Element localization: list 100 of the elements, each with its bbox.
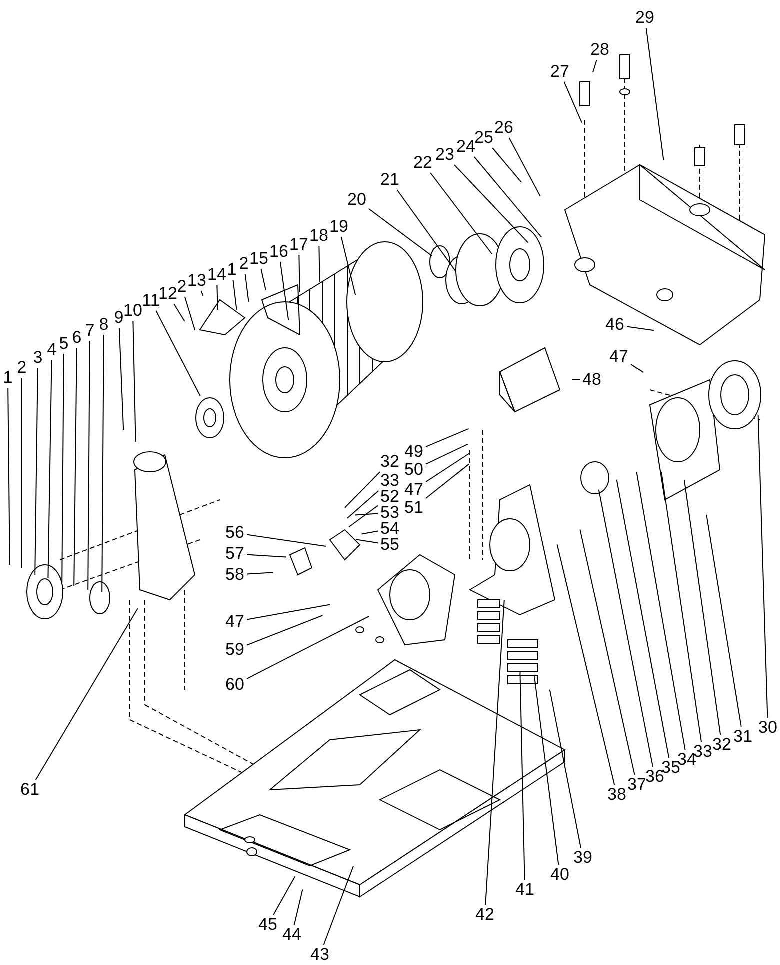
leader-line <box>630 364 644 374</box>
leader-line <box>260 268 266 291</box>
callout-number: 18 <box>308 227 330 245</box>
callout-number: 17 <box>288 236 310 254</box>
leader-line <box>426 453 470 483</box>
leader-line <box>355 539 378 544</box>
callout-number: 30 <box>757 719 779 737</box>
leader-line <box>48 360 52 578</box>
callout-number: 2 <box>16 359 28 377</box>
leader-line <box>396 190 457 272</box>
callout-number: 40 <box>549 866 571 884</box>
leader-line <box>216 284 218 310</box>
leader-line <box>758 414 768 718</box>
callout-number: 22 <box>412 154 434 172</box>
callout-number: 16 <box>268 243 290 261</box>
callout-number: 3 <box>32 349 44 367</box>
callout-number: 15 <box>248 250 270 268</box>
leader-line <box>156 310 201 397</box>
callout-number: 14 <box>206 266 228 284</box>
leader-line <box>348 505 378 528</box>
callout-number: 10 <box>122 302 144 320</box>
leader-line <box>318 246 320 282</box>
leader-line <box>426 464 470 499</box>
callout-number: 4 <box>46 341 58 359</box>
callout-number: 33 <box>379 472 401 490</box>
leader-line <box>361 530 378 535</box>
leader-line <box>508 138 541 197</box>
callout-number: 12 <box>157 285 179 303</box>
leader-line <box>706 514 742 728</box>
leader-line <box>35 608 138 780</box>
leader-line <box>520 672 526 880</box>
leader-line <box>598 489 654 768</box>
callout-number: 57 <box>224 545 246 563</box>
leader-line <box>636 471 686 750</box>
callout-number: 28 <box>589 41 611 59</box>
leader-line <box>347 490 380 519</box>
callout-number: 41 <box>514 881 536 899</box>
callout-number: 5 <box>58 335 70 353</box>
callout-number: 61 <box>19 781 41 799</box>
callout-number: 31 <box>732 728 754 746</box>
callout-number: 50 <box>403 461 425 479</box>
leader-line <box>74 348 78 586</box>
callout-number: 49 <box>403 443 425 461</box>
callout-number: 8 <box>98 316 110 334</box>
leader-line <box>430 172 492 254</box>
leader-line <box>246 554 286 558</box>
leader-line <box>232 280 238 311</box>
leader-line <box>564 82 582 124</box>
leader-line <box>323 866 354 946</box>
callout-number: 48 <box>581 371 603 389</box>
callout-number: 2 <box>176 278 188 296</box>
leader-line <box>118 328 124 430</box>
leader-line <box>426 444 468 465</box>
leader-line <box>88 340 90 590</box>
leader-line <box>661 471 702 742</box>
callout-number: 51 <box>403 499 425 517</box>
leader-line <box>8 388 10 566</box>
callout-number: 25 <box>473 129 495 147</box>
leader-line <box>344 472 381 508</box>
callout-number: 27 <box>549 63 571 81</box>
leader-line <box>244 274 250 303</box>
callout-number: 43 <box>309 946 331 964</box>
leader-line <box>132 320 136 442</box>
leader-line <box>340 236 356 296</box>
callout-number: 47 <box>403 481 425 499</box>
leader-line <box>102 334 104 592</box>
leader-line <box>534 674 560 866</box>
leader-line <box>368 208 432 256</box>
leader-line <box>580 529 636 776</box>
leader-line <box>298 254 300 292</box>
leader-line <box>626 326 655 332</box>
leader-line <box>200 290 204 296</box>
leader-line <box>454 164 529 244</box>
callout-number: 6 <box>71 329 83 347</box>
callout-number: 47 <box>608 348 630 366</box>
callout-number: 9 <box>113 309 125 327</box>
leader-line <box>492 148 522 183</box>
leader-line <box>246 616 370 680</box>
callout-number: 1 <box>2 369 14 387</box>
leader-line <box>616 479 670 758</box>
leader-line <box>246 615 324 646</box>
leader-line <box>34 368 38 576</box>
callout-number: 60 <box>224 676 246 694</box>
callout-number: 23 <box>434 146 456 164</box>
callout-number: 26 <box>493 119 515 137</box>
callout-number: 20 <box>346 191 368 209</box>
callout-number: 54 <box>379 520 401 538</box>
leader-line <box>246 534 327 547</box>
leader-line <box>556 544 616 786</box>
callout-number: 46 <box>604 316 626 334</box>
leader-line <box>246 604 331 620</box>
callout-number: 21 <box>379 171 401 189</box>
callout-number: 32 <box>711 736 733 754</box>
leader-line <box>294 889 304 926</box>
callout-number: 32 <box>379 453 401 471</box>
leader-line <box>646 28 664 161</box>
callout-number: 1 <box>226 261 238 279</box>
leader-line <box>184 296 196 331</box>
leader-line <box>474 156 542 238</box>
callout-number: 55 <box>379 536 401 554</box>
